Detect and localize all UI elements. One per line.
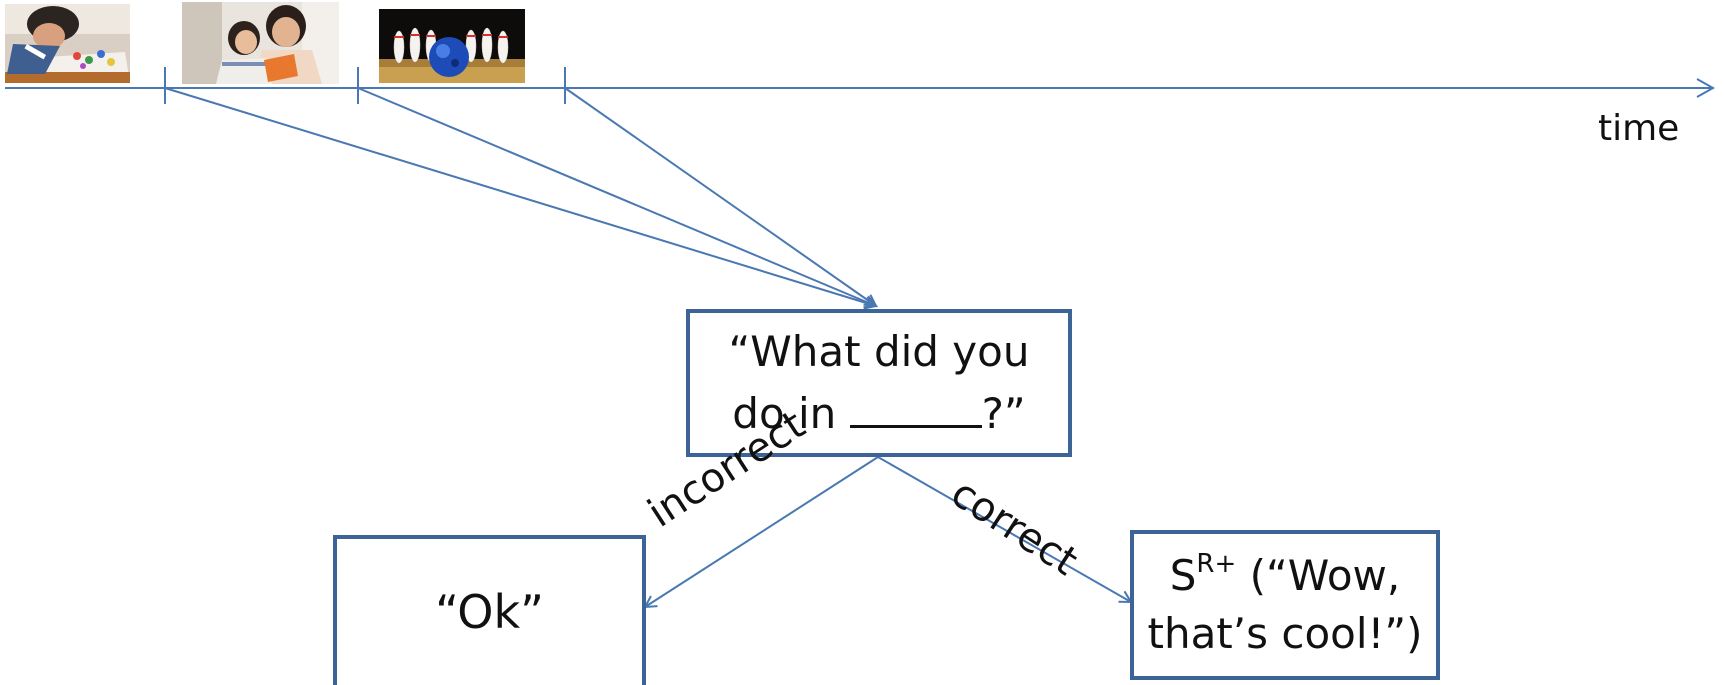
mother-daughter-reading-photo bbox=[182, 2, 339, 84]
arrow-tick1-to-question bbox=[164, 87, 876, 306]
child-drawing-photo bbox=[5, 4, 130, 83]
arrow-tick2-to-question bbox=[357, 87, 876, 306]
arrow-incorrect-branch bbox=[645, 456, 879, 607]
reinforcer-line-1-rest: (“Wow, bbox=[1236, 551, 1401, 600]
question-box: “What did you do in ?” bbox=[686, 309, 1072, 457]
bowling-pins-photo bbox=[379, 9, 525, 83]
reinforcer-box: SR+ (“Wow, that’s cool!”) bbox=[1130, 530, 1440, 680]
ok-response-text: “Ok” bbox=[435, 585, 544, 639]
question-line-2: do in ?” bbox=[729, 383, 1030, 445]
reinforcer-line-1: SR+ (“Wow, bbox=[1147, 547, 1422, 605]
arrow-tick3-to-question bbox=[564, 87, 876, 306]
arrow-correct-branch bbox=[877, 456, 1131, 602]
reinforcer-superscript: R+ bbox=[1196, 549, 1237, 579]
reinforcer-line-2: that’s cool!”) bbox=[1147, 609, 1423, 658]
timeline-arrowhead bbox=[1696, 78, 1716, 98]
question-line-2-suffix: ?” bbox=[981, 389, 1026, 438]
ok-response-box: “Ok” bbox=[333, 535, 646, 685]
question-line-2-prefix: do in bbox=[732, 389, 850, 438]
question-line-1: “What did you bbox=[728, 327, 1030, 376]
reinforcer-symbol: S bbox=[1169, 551, 1197, 600]
time-axis-label: time bbox=[1598, 108, 1680, 149]
fill-in-blank bbox=[849, 395, 982, 428]
